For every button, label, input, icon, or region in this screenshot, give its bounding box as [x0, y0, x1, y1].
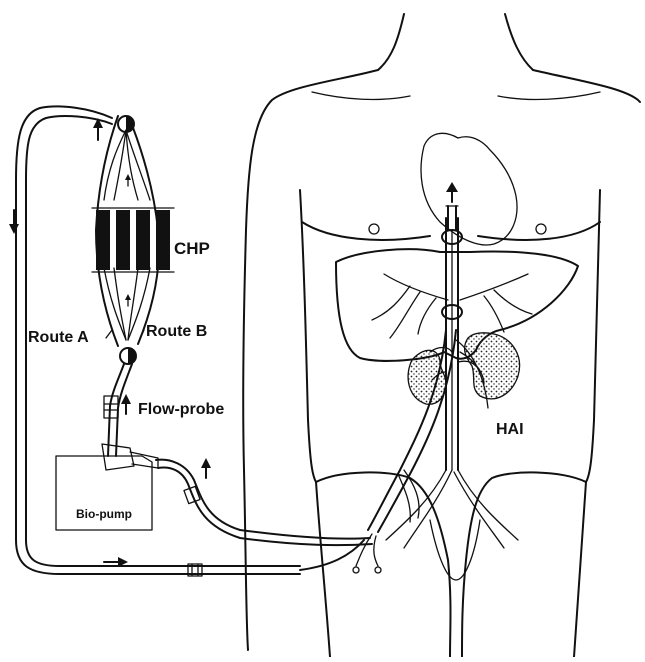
- flow-probe-label: Flow-probe: [138, 401, 224, 418]
- heart-outline: [421, 133, 517, 245]
- chp-columns: [92, 208, 174, 272]
- chp-label: CHP: [174, 239, 210, 258]
- kidneys: [408, 333, 519, 404]
- bio-pump-label: Bio-pump: [76, 507, 132, 521]
- hai-label: HAI: [496, 421, 524, 438]
- flow-up-arrow-icon: [121, 394, 131, 404]
- route-b-label: Route B: [146, 323, 207, 340]
- outlet-up-arrow-icon: [201, 458, 211, 468]
- down-arrow-icon: [9, 224, 19, 234]
- route-a-label: Route A: [28, 329, 89, 346]
- heart-flow-arrow: [446, 182, 458, 202]
- body-outline: [243, 14, 640, 657]
- catheter-lines: [353, 330, 456, 573]
